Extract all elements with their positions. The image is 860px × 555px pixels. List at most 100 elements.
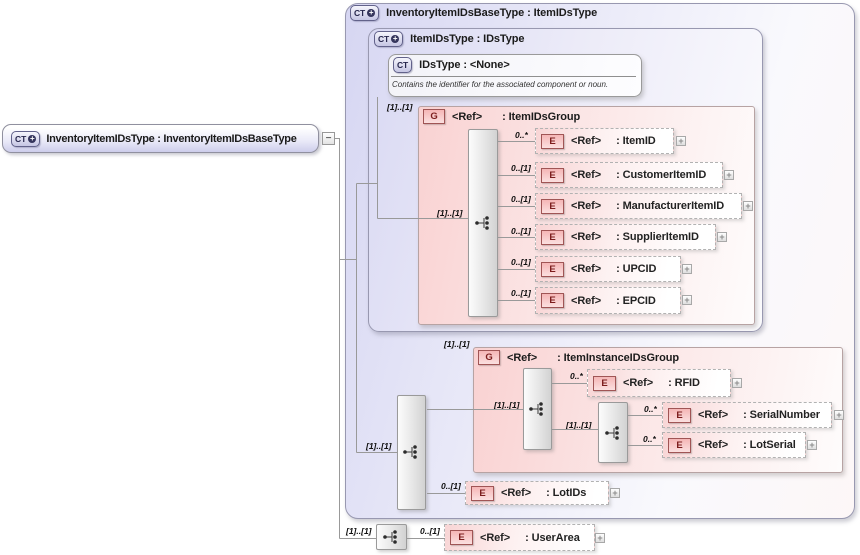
- element-ref: <Ref>: [480, 531, 511, 544]
- element-lotserial[interactable]: E <Ref> : LotSerial: [662, 432, 806, 458]
- element-icon: E: [541, 167, 564, 183]
- cardinality-rfid: 0..*: [570, 371, 583, 381]
- expand-button-lotserial[interactable]: +: [807, 440, 817, 450]
- group-icon: G: [423, 109, 445, 124]
- element-ref: <Ref>: [571, 200, 602, 212]
- element-ref: <Ref>: [698, 409, 729, 421]
- expand-button-itemid[interactable]: +: [676, 136, 686, 146]
- type-box-idstype[interactable]: [388, 54, 642, 97]
- expand-button-rfid[interactable]: +: [732, 378, 742, 388]
- cardinality-itemid: 0..*: [515, 130, 528, 140]
- type-title: InventoryItemIDsBaseType : ItemIDsType: [386, 7, 598, 19]
- element-name: : CustomerItemID: [616, 169, 707, 181]
- element-icon: E: [541, 261, 564, 277]
- element-name: : SerialNumber: [743, 409, 820, 421]
- element-name: : EPCID: [616, 294, 656, 307]
- annotation-divider: [391, 76, 636, 77]
- element-ref: <Ref>: [698, 439, 729, 451]
- sequence-compositor[interactable]: [397, 395, 426, 510]
- root-element-title: InventoryItemIDsType : InventoryItemIDsB…: [46, 132, 297, 145]
- group-icon: G: [478, 350, 500, 365]
- group-header-itemidsgroup: G <Ref> : ItemIDsGroup: [423, 109, 580, 124]
- element-ref: <Ref>: [571, 169, 602, 181]
- cardinality-root-sequence: [1]..[1]: [346, 526, 372, 536]
- group-name: : ItemInstanceIDsGroup: [557, 351, 679, 364]
- element-ref: <Ref>: [571, 263, 602, 275]
- cardinality-itemidsgroup: [1]..[1]: [387, 102, 413, 112]
- expand-button-serialnumber[interactable]: +: [834, 410, 844, 420]
- element-itemid[interactable]: E <Ref> : ItemID: [535, 128, 674, 154]
- complex-type-icon: CT+: [11, 130, 41, 147]
- sequence-compositor[interactable]: [523, 368, 552, 450]
- expand-button-customeritemid[interactable]: +: [724, 170, 734, 180]
- element-name: : LotIDs: [546, 487, 587, 499]
- sequence-compositor[interactable]: [376, 524, 407, 550]
- element-icon: E: [471, 485, 494, 501]
- cardinality-userarea: 0..[1]: [420, 526, 440, 536]
- element-ref: <Ref>: [571, 135, 602, 147]
- element-icon: E: [668, 437, 691, 453]
- element-name: : UserArea: [525, 531, 580, 544]
- expand-button-manufactureritemid[interactable]: +: [743, 201, 753, 211]
- cardinality-base-sequence: [1]..[1]: [366, 441, 392, 451]
- element-name: : LotSerial: [743, 439, 796, 451]
- sequence-compositor[interactable]: [468, 129, 498, 317]
- element-upcid[interactable]: E <Ref> : UPCID: [535, 256, 681, 282]
- cardinality-lotserial: 0..*: [643, 434, 656, 444]
- cardinality-customeritemid: 0..[1]: [511, 163, 531, 173]
- element-icon: E: [593, 375, 616, 391]
- element-ref: <Ref>: [571, 231, 602, 243]
- cardinality-instance-sequence: [1]..[1]: [494, 400, 520, 410]
- element-name: : ManufacturerItemID: [616, 200, 725, 212]
- expand-button-upcid[interactable]: +: [682, 264, 692, 274]
- element-serialnumber[interactable]: E <Ref> : SerialNumber: [662, 402, 832, 428]
- expand-button-lotids[interactable]: +: [610, 488, 620, 498]
- element-lotids[interactable]: E <Ref> : LotIDs: [465, 481, 609, 505]
- collapse-button-root[interactable]: −: [322, 132, 335, 145]
- element-manufactureritemid[interactable]: E <Ref> : ManufacturerItemID: [535, 193, 742, 219]
- type-title: ItemIDsType : IDsType: [410, 33, 525, 45]
- complex-type-inventoryitemidstype[interactable]: CT+ InventoryItemIDsType : InventoryItem…: [2, 124, 319, 153]
- expand-button-supplieritemid[interactable]: +: [717, 232, 727, 242]
- type-header-itemidstype: CT+ ItemIDsType : IDsType: [374, 31, 524, 47]
- cardinality-lotids: 0..[1]: [441, 481, 461, 491]
- cardinality-upcid: 0..[1]: [511, 257, 531, 267]
- complex-type-icon: CT+: [350, 5, 380, 21]
- element-icon: E: [541, 229, 564, 245]
- element-ref: <Ref>: [571, 294, 602, 307]
- cardinality-iteminstanceidsgroup: [1]..[1]: [444, 339, 470, 349]
- cardinality-inner-sequence: [1]..[1]: [566, 420, 592, 430]
- element-name: : SupplierItemID: [616, 231, 699, 243]
- cardinality-manufactureritemid: 0..[1]: [511, 194, 531, 204]
- type-title: IDsType : <None>: [419, 59, 510, 71]
- plus-badge-icon: +: [367, 8, 376, 17]
- plus-badge-icon: +: [391, 34, 400, 43]
- element-name: : UPCID: [616, 263, 657, 275]
- element-customeritemid[interactable]: E <Ref> : CustomerItemID: [535, 162, 723, 188]
- element-userarea[interactable]: E <Ref> : UserArea: [444, 524, 595, 551]
- expand-button-epcid[interactable]: +: [682, 295, 692, 305]
- group-header-iteminstanceidsgroup: G <Ref> : ItemInstanceIDsGroup: [478, 350, 679, 365]
- cardinality-supplieritemid: 0..[1]: [511, 226, 531, 236]
- element-name: : RFID: [668, 377, 700, 389]
- complex-type-icon: CT+: [374, 31, 404, 47]
- group-ref: <Ref>: [507, 351, 538, 364]
- cardinality-epcid: 0..[1]: [511, 288, 531, 298]
- sequence-compositor[interactable]: [598, 402, 628, 463]
- element-rfid[interactable]: E <Ref> : RFID: [587, 369, 731, 397]
- element-ref: <Ref>: [623, 377, 654, 389]
- element-name: : ItemID: [616, 135, 656, 147]
- plus-badge-icon: +: [28, 133, 37, 143]
- element-icon: E: [668, 407, 691, 423]
- element-epcid[interactable]: E <Ref> : EPCID: [535, 287, 681, 314]
- group-ref: <Ref>: [452, 110, 483, 123]
- type-annotation: Contains the identifier for the associat…: [392, 80, 609, 89]
- element-supplieritemid[interactable]: E <Ref> : SupplierItemID: [535, 224, 716, 250]
- cardinality-itemidsgroup-sequence: [1]..[1]: [437, 208, 463, 218]
- element-icon: E: [541, 133, 564, 149]
- expand-button-userarea[interactable]: +: [595, 533, 605, 543]
- type-header-idstype: CT IDsType : <None>: [393, 57, 510, 73]
- element-icon: E: [450, 530, 473, 545]
- cardinality-serialnumber: 0..*: [644, 404, 657, 414]
